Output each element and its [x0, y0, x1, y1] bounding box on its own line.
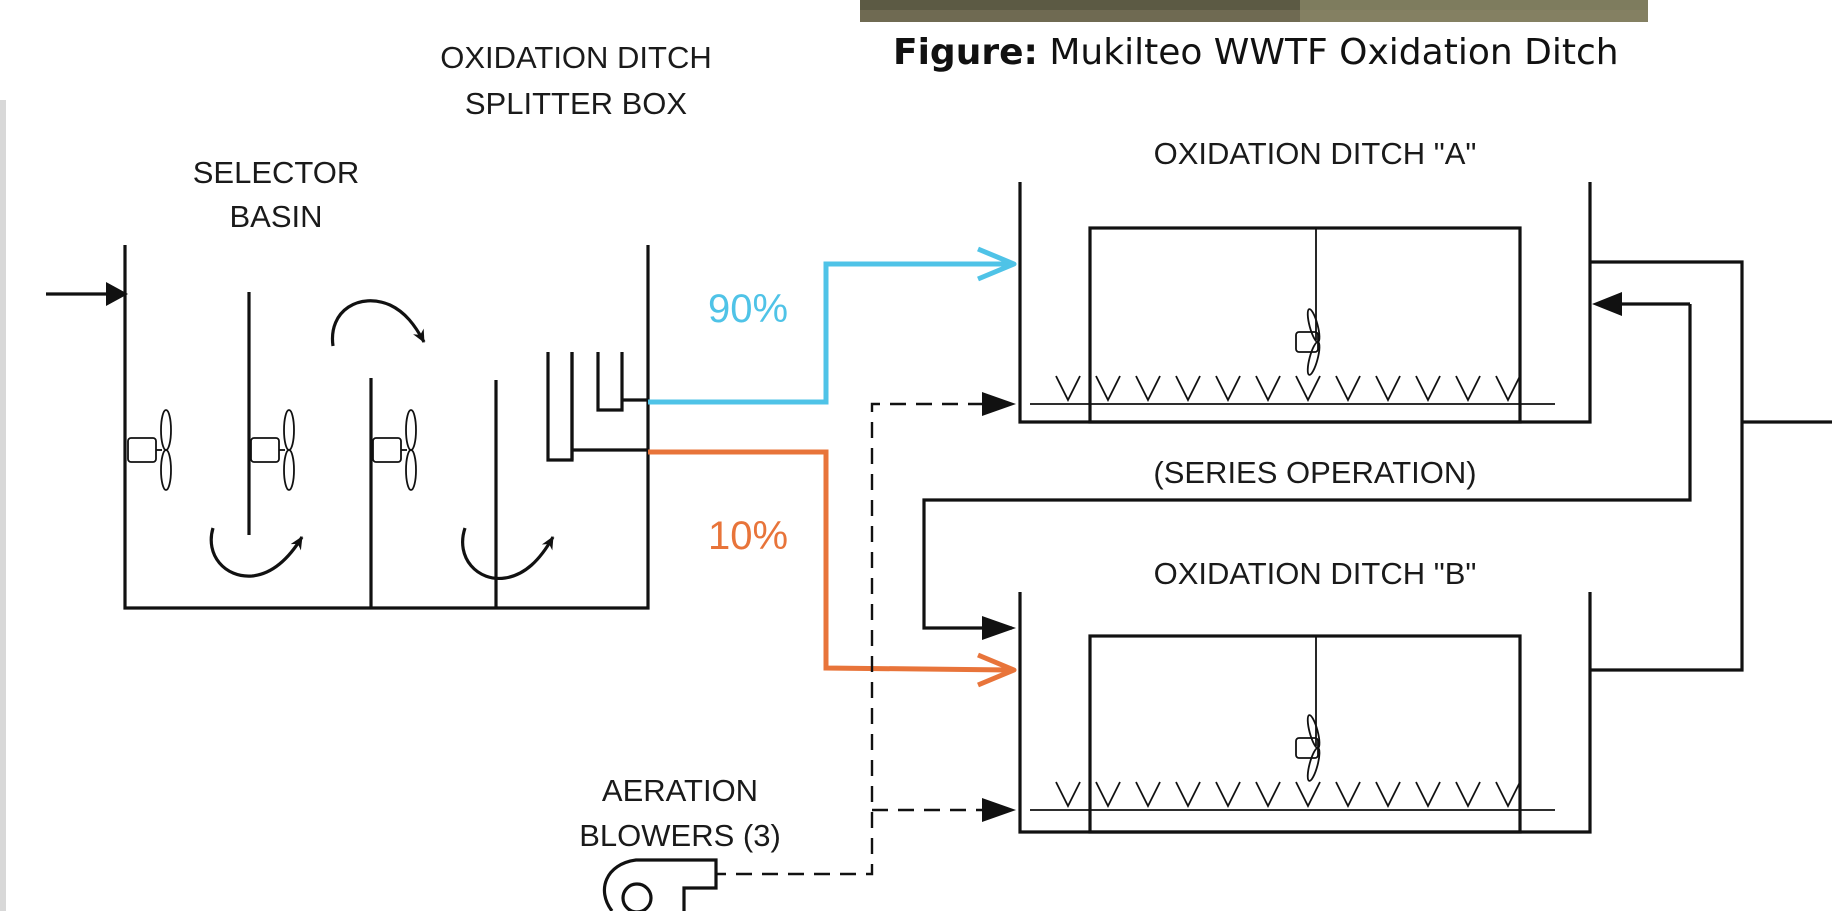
blowers-label-line1: AERATION — [602, 773, 758, 808]
left-edge-bar — [0, 100, 6, 911]
diffuser-icon — [1295, 781, 1321, 809]
selector-label-line2: BASIN — [229, 199, 322, 234]
diffuser-icon — [1375, 781, 1401, 809]
diffuser-row-a — [1030, 375, 1555, 405]
mixer-propeller-icon — [250, 409, 295, 491]
flow-line-ditch-a — [648, 261, 1010, 405]
diffuser-icon — [1415, 375, 1441, 403]
flow-arrow-icon — [209, 527, 304, 578]
air-line — [716, 402, 1010, 876]
mixer-propeller-icon — [372, 409, 417, 491]
splitter-box — [546, 352, 648, 462]
flow-arrow-icon — [977, 652, 1017, 688]
return-loop-line — [1590, 260, 1744, 672]
ditch-b-label: OXIDATION DITCH "B" — [1154, 556, 1477, 591]
blower-icon — [602, 858, 718, 911]
oxidation-ditch-a — [1018, 182, 1592, 424]
diffuser-icon — [1495, 781, 1521, 809]
diffuser-icon — [1175, 375, 1201, 403]
diffuser-icon — [1095, 375, 1121, 403]
flow-arrow-icon — [977, 246, 1017, 282]
diffuser-icon — [1495, 375, 1521, 403]
blowers-label-line2: BLOWERS (3) — [579, 818, 781, 853]
flow-arrow-icon — [982, 616, 1016, 640]
photo-strip — [860, 0, 1648, 22]
diffuser-icon — [1255, 781, 1281, 809]
splitter-label-line2: SPLITTER BOX — [465, 86, 688, 121]
flow-arrow-icon — [982, 392, 1016, 416]
diffuser-icon — [1135, 781, 1161, 809]
flow-arrow-icon — [982, 798, 1016, 822]
flow-arrow-icon — [330, 299, 426, 347]
diffuser-icon — [1335, 375, 1361, 403]
diffuser-icon — [1055, 375, 1081, 403]
flow-arrow-icon — [1592, 292, 1622, 316]
selector-basin-outline — [123, 245, 650, 610]
figure-caption: Figure: Mukilteo WWTF Oxidation Ditch — [893, 32, 1619, 73]
mixer-propeller-icon — [1295, 714, 1321, 782]
diffuser-icon — [1095, 781, 1121, 809]
diffuser-icon — [1295, 375, 1321, 403]
diffuser-icon — [1055, 781, 1081, 809]
splitter-label-line1: OXIDATION DITCH — [440, 40, 712, 75]
diffuser-row-b — [1030, 781, 1555, 811]
series-transfer-line — [922, 304, 1692, 630]
diffuser-icon — [1135, 375, 1161, 403]
diffuser-icon — [1175, 781, 1201, 809]
diffuser-icon — [1215, 375, 1241, 403]
diffuser-icon — [1455, 375, 1481, 403]
series-operation-label: (SERIES OPERATION) — [1153, 455, 1476, 490]
diffuser-icon — [1335, 781, 1361, 809]
ditch-a-percent: 90% — [708, 287, 788, 331]
ditch-a-label: OXIDATION DITCH "A" — [1154, 136, 1477, 171]
ditch-b-percent: 10% — [708, 514, 788, 558]
selector-label-line1: SELECTOR — [193, 155, 360, 190]
influent-arrow-icon — [106, 282, 128, 306]
diffuser-icon — [1455, 781, 1481, 809]
oxidation-ditch-b — [1018, 592, 1592, 834]
mixer-propeller-icon — [1295, 308, 1321, 376]
flow-arrow-icon — [461, 527, 555, 580]
diffuser-icon — [1255, 375, 1281, 403]
diffuser-icon — [1415, 781, 1441, 809]
diffuser-icon — [1215, 781, 1241, 809]
diffuser-icon — [1375, 375, 1401, 403]
mixer-propeller-icon — [127, 409, 172, 491]
flow-line-ditch-b — [648, 449, 1011, 673]
